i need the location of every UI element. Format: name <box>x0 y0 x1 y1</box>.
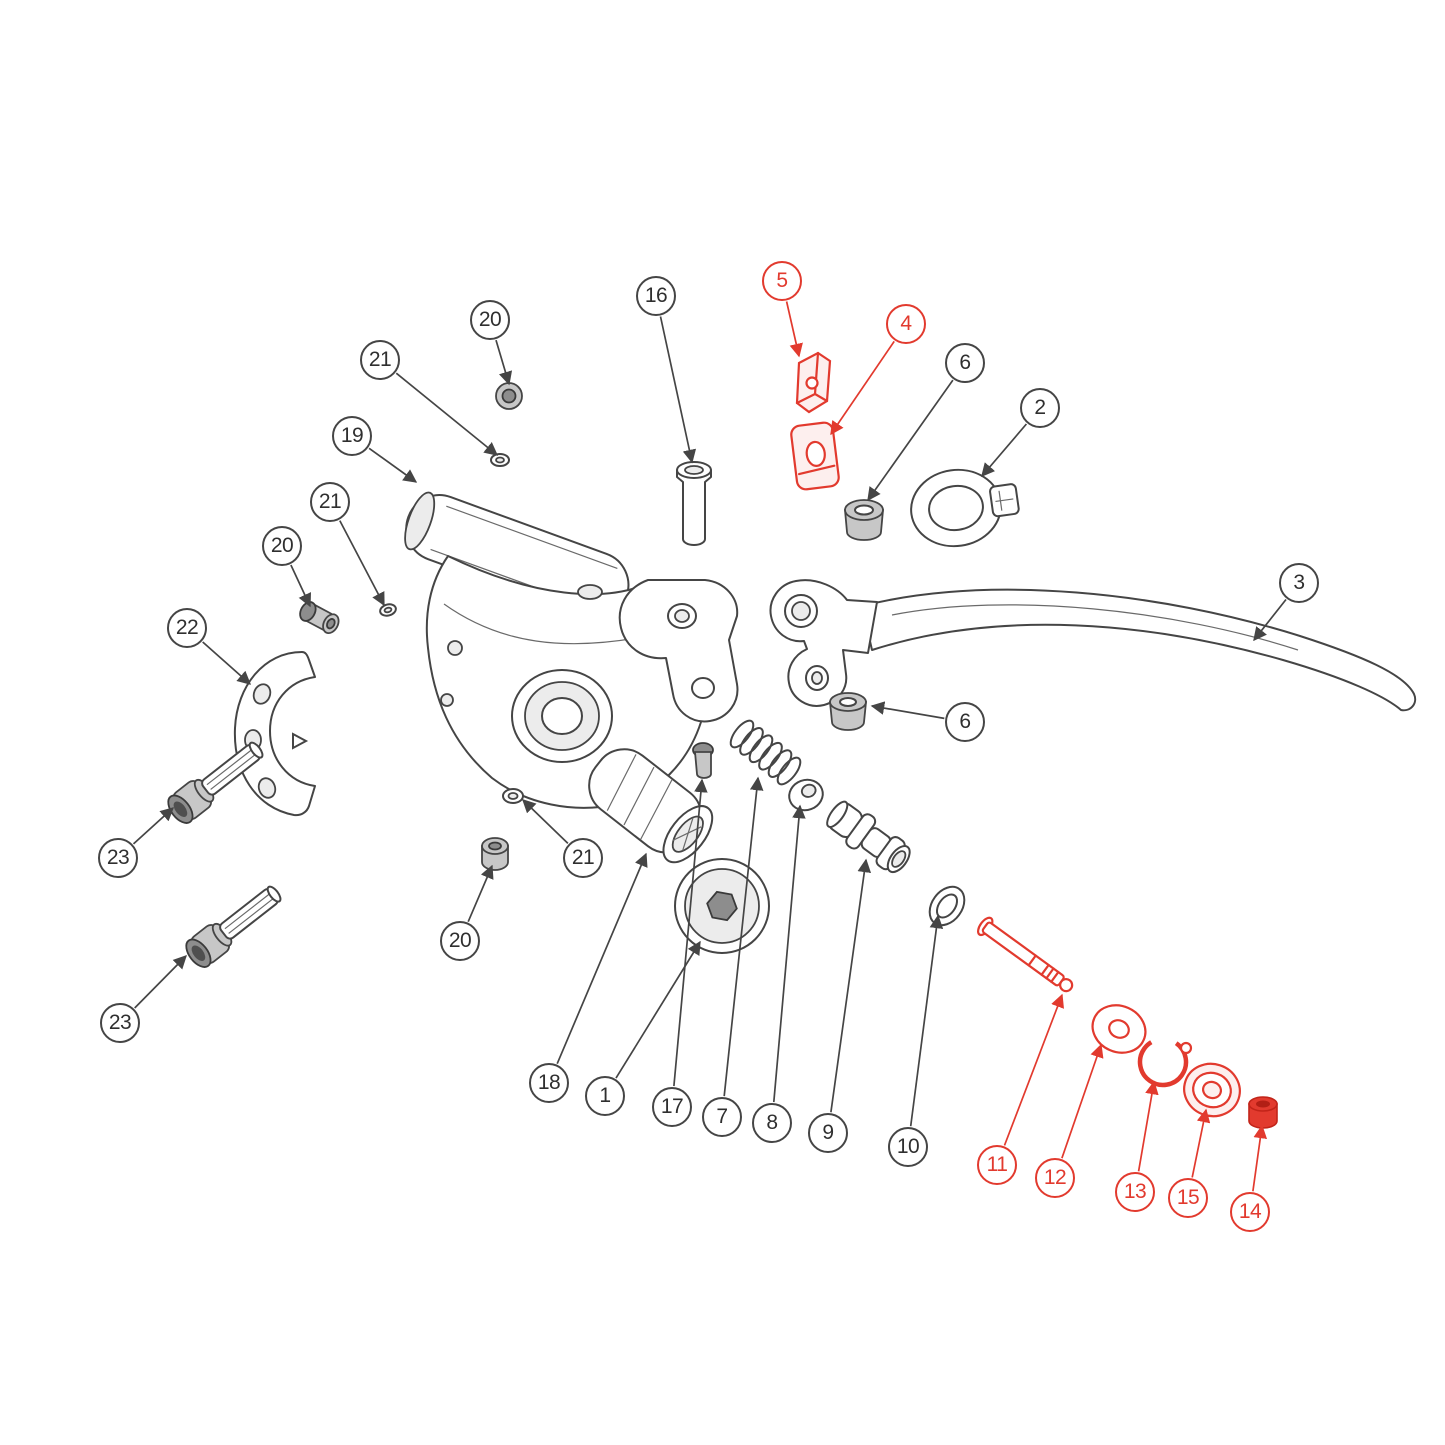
callout-3-11: 3 <box>1279 563 1319 603</box>
leader-line-10-23 <box>909 914 944 1127</box>
callout-17-19: 17 <box>652 1087 692 1127</box>
part-6-pivot-bushing-top <box>844 499 884 541</box>
leader-line-6-9 <box>867 379 954 502</box>
callout-13-26: 13 <box>1115 1172 1155 1212</box>
callout-21-4: 21 <box>360 340 400 380</box>
part-17-set-screw <box>692 742 714 779</box>
part-5-cable-block <box>795 351 832 414</box>
leader-line-1-18 <box>615 940 701 1079</box>
part-18-bore-cylinder <box>588 748 714 864</box>
callout-18-17: 18 <box>529 1063 569 1103</box>
part-20-plug-left <box>299 601 340 635</box>
callout-14-28: 14 <box>1230 1192 1270 1232</box>
leader-line-6-12 <box>870 701 945 720</box>
leader-line-15-27 <box>1191 1108 1211 1178</box>
callout-22-8: 22 <box>167 608 207 648</box>
callout-23-16: 23 <box>100 1003 140 1043</box>
part-11-pushrod <box>977 916 1074 993</box>
part-6-pivot-bushing-bottom <box>829 692 867 731</box>
callout-11-24: 11 <box>977 1145 1017 1185</box>
callout-6-9: 6 <box>945 343 985 383</box>
callout-20-3: 20 <box>470 300 510 340</box>
leader-line-13-26 <box>1137 1080 1159 1172</box>
leader-line-20-7 <box>290 564 311 608</box>
callout-21-14: 21 <box>563 838 603 878</box>
leader-line-16-2 <box>659 316 697 464</box>
leader-line-9-22 <box>830 858 872 1113</box>
part-21-washer-bottom <box>502 788 524 804</box>
part-8-spring-seat <box>788 778 824 812</box>
callout-4-1: 4 <box>886 304 926 344</box>
callout-23-13: 23 <box>98 838 138 878</box>
leader-line-23-16 <box>134 955 187 1009</box>
callout-1-18: 1 <box>585 1076 625 1116</box>
leader-line-21-14 <box>522 799 569 845</box>
callout-9-22: 9 <box>808 1113 848 1153</box>
part-12-pivot-washer <box>1091 1004 1147 1054</box>
part-4-clamp-block <box>790 421 840 491</box>
callout-21-6: 21 <box>310 482 350 522</box>
leader-line-21-4 <box>395 372 499 456</box>
callout-15-27: 15 <box>1168 1178 1208 1218</box>
part-7-return-spring <box>729 719 802 786</box>
callout-6-12: 6 <box>945 702 985 742</box>
part-15-pivot-bearing <box>1183 1062 1241 1118</box>
leader-line-7-20 <box>723 776 764 1097</box>
leader-line-17-19 <box>673 778 708 1087</box>
part-2-handlebar-clamp <box>910 468 1020 548</box>
leader-line-12-25 <box>1061 1043 1104 1159</box>
part-9-piston <box>826 800 911 874</box>
callout-12-25: 12 <box>1035 1158 1075 1198</box>
callout-20-7: 20 <box>262 526 302 566</box>
callout-16-2: 16 <box>636 276 676 316</box>
part-20-plug-bottom <box>481 837 509 871</box>
leader-line-3-11 <box>1253 598 1287 642</box>
callout-20-15: 20 <box>440 921 480 961</box>
callout-5-0: 5 <box>762 261 802 301</box>
leader-line-11-24 <box>1003 993 1064 1146</box>
leader-line-14-28 <box>1252 1124 1268 1192</box>
callout-8-21: 8 <box>752 1103 792 1143</box>
part-19-master-cylinder-body <box>404 491 739 809</box>
leader-lines <box>132 301 1287 1192</box>
leader-line-23-13 <box>132 807 175 845</box>
leader-line-2-10 <box>981 423 1028 478</box>
callout-2-10: 2 <box>1020 388 1060 428</box>
part-21-washer-top <box>490 453 510 467</box>
part-3-brake-lever-blade <box>769 579 1417 712</box>
part-21-washer-mid <box>379 603 397 617</box>
leader-line-19-5 <box>368 447 418 483</box>
leader-line-20-3 <box>495 339 513 386</box>
part-16-pivot-pin <box>676 461 712 546</box>
callout-7-20: 7 <box>702 1097 742 1137</box>
leader-line-8-21 <box>772 804 806 1103</box>
leader-line-5-0 <box>785 301 803 358</box>
leader-line-18-17 <box>556 852 648 1065</box>
leader-line-21-6 <box>339 520 385 607</box>
leader-line-22-8 <box>202 641 252 685</box>
callout-19-5: 19 <box>332 416 372 456</box>
part-1-cylinder-cap <box>674 858 770 954</box>
leader-line-4-1 <box>830 340 895 436</box>
part-22-clamp-shell <box>233 651 316 817</box>
callout-10-23: 10 <box>888 1127 928 1167</box>
leader-line-20-15 <box>467 864 494 923</box>
